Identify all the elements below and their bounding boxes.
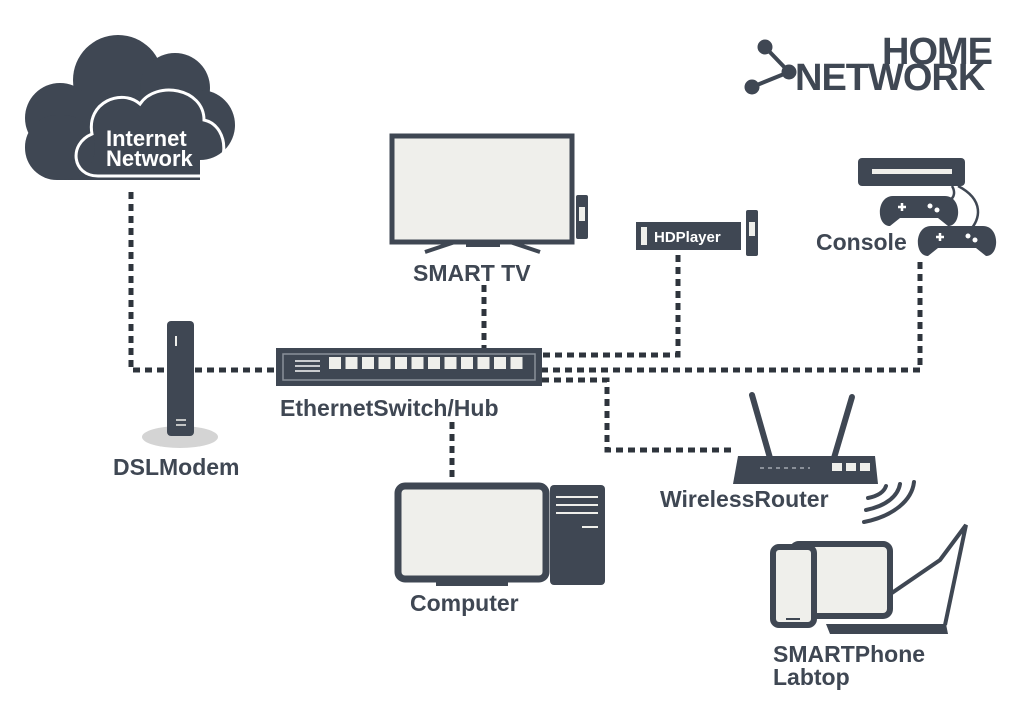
smartphone-icon xyxy=(770,544,817,628)
wireless-router-label: WirelessRouter xyxy=(660,486,829,512)
smartphone-label: SMARTPhone xyxy=(773,641,926,667)
ethernet-switch-icon xyxy=(276,348,542,386)
connection-lines xyxy=(128,192,923,480)
switch-port xyxy=(510,357,523,369)
switch-port xyxy=(378,357,391,369)
title-network: NETWORK xyxy=(795,57,985,99)
switch-port xyxy=(411,357,424,369)
computer-label: Computer xyxy=(410,590,519,616)
switch-port xyxy=(477,357,490,369)
hd-player-label: HDPlayer xyxy=(654,229,721,246)
laptop-icon xyxy=(826,523,968,634)
wifi-signal-icon xyxy=(862,480,916,524)
wireless-router-icon xyxy=(733,392,878,484)
switch-port xyxy=(345,357,358,369)
share-icon xyxy=(744,39,797,95)
gamepad-icon xyxy=(917,226,997,256)
gamepad-icon xyxy=(879,196,959,226)
laptop-label: Labtop xyxy=(773,664,850,690)
dsl-modem-icon xyxy=(142,321,218,448)
cloud-label-internet: Internet xyxy=(106,126,187,151)
smart-tv-icon xyxy=(389,133,588,254)
link-cloud-modem xyxy=(128,192,168,373)
switch-port xyxy=(395,357,407,369)
switch-port xyxy=(362,357,374,369)
link-switch-hdplayer xyxy=(542,255,681,358)
link-switch-router xyxy=(542,377,735,453)
switch-label: EthernetSwitch/Hub xyxy=(280,395,499,421)
dsl-modem-label: DSLModem xyxy=(113,454,240,480)
hd-player-icon xyxy=(636,210,758,256)
cloud-icon xyxy=(25,35,235,180)
title-home: HOME xyxy=(882,31,993,73)
switch-port xyxy=(461,357,473,369)
switch-port xyxy=(428,357,440,369)
smart-tv-label: SMART TV xyxy=(413,260,531,286)
desktop-computer-icon xyxy=(394,482,605,586)
link-switch-console xyxy=(542,262,923,373)
cloud-label-network: Network xyxy=(106,146,193,171)
switch-port xyxy=(444,357,457,369)
console-label: Console xyxy=(816,229,907,255)
console-icon xyxy=(858,158,980,231)
switch-port xyxy=(329,357,341,369)
switch-port xyxy=(494,357,506,369)
